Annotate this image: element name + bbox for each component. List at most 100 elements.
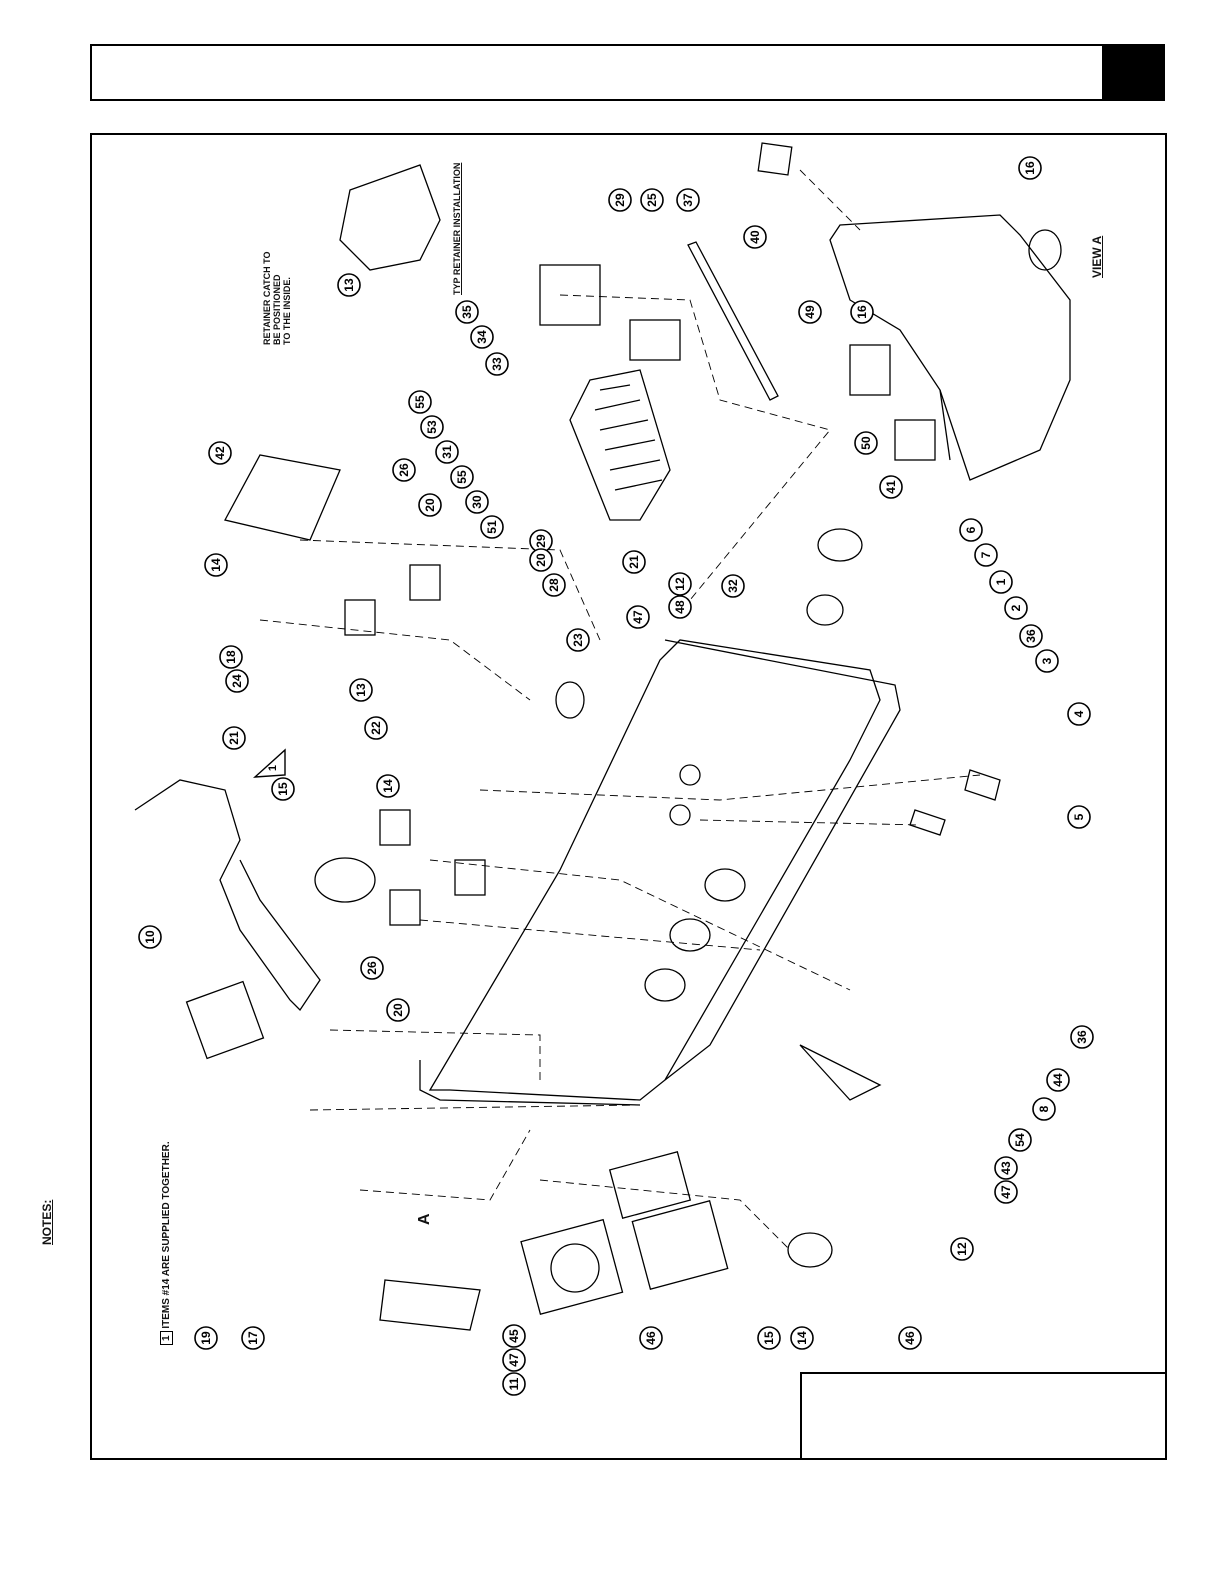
- callout-number: 40: [748, 230, 762, 244]
- callout-number: 29: [613, 193, 627, 207]
- retainer-detail: [339, 164, 441, 271]
- callout-bubble: 15: [757, 1326, 781, 1350]
- control-box-outline: [428, 639, 881, 1101]
- callout-number: 49: [803, 305, 817, 319]
- box-lip: [419, 1060, 641, 1106]
- callout-bubble: 1: [989, 570, 1013, 594]
- encoder-body: [314, 857, 376, 903]
- joystick-13: [787, 1232, 833, 1268]
- callout-number: 55: [455, 470, 469, 484]
- diagram-linework: [134, 142, 1071, 1331]
- callout-number: 21: [227, 731, 241, 745]
- mounting-plate-15: [520, 1218, 624, 1315]
- callout-number: 3: [1040, 657, 1054, 664]
- callout-number: 26: [365, 961, 379, 975]
- callout-bubble: 3: [1035, 649, 1059, 673]
- switch-26: [379, 809, 411, 846]
- callout-number: 18: [224, 650, 238, 664]
- retainer-note-line1: RETAINER CATCH TO: [262, 251, 272, 346]
- callout-number: 8: [1037, 1105, 1051, 1112]
- callout-bubble: 51: [480, 515, 504, 539]
- callout-number: 17: [246, 1331, 260, 1345]
- callout-bubble: 7: [974, 543, 998, 567]
- callout-number: 7: [979, 551, 993, 558]
- callout-bubble: 40: [743, 225, 767, 249]
- callout-number: 36: [1075, 1030, 1089, 1044]
- box-panel: [664, 639, 901, 1081]
- callout-bubble: 33: [485, 352, 509, 376]
- note-line: 1 ITEMS #14 ARE SUPPLIED TOGETHER.: [160, 1125, 173, 1345]
- callout-number: 16: [1023, 161, 1037, 175]
- callout-number: 36: [1024, 629, 1038, 643]
- switch-41: [894, 419, 936, 461]
- callout-bubble: 15: [271, 777, 295, 801]
- switch-20a: [344, 599, 376, 636]
- callout-bubble: 30: [465, 490, 489, 514]
- callout-bubble: 42: [208, 441, 232, 465]
- callout-number: 35: [460, 305, 474, 319]
- callout-bubble: 32: [721, 574, 745, 598]
- retainer-note-line3: TO THE INSIDE.: [282, 277, 292, 345]
- terminal-block-assembly: [569, 369, 671, 521]
- callout-number: 33: [490, 357, 504, 371]
- retainer-note: RETAINER CATCH TO BE POSITIONED TO THE I…: [262, 252, 292, 346]
- callout-bubble: 47: [994, 1180, 1018, 1204]
- callout-bubble: 55: [450, 465, 474, 489]
- callout-number: 23: [571, 633, 585, 647]
- callout-number: 24: [230, 674, 244, 688]
- callout-bubble: 49: [798, 300, 822, 324]
- title-block: [800, 1372, 1167, 1460]
- callout-bubble: 36: [1070, 1025, 1094, 1049]
- callout-number: 55: [413, 395, 427, 409]
- callout-bubble: 20: [418, 493, 442, 517]
- callout-number: 11: [507, 1377, 521, 1390]
- callout-bubble: 14: [204, 553, 228, 577]
- callout-number: 46: [903, 1331, 917, 1345]
- pushbutton-7: [806, 594, 844, 626]
- assembly-lines: [259, 169, 981, 1251]
- callout-bubble: 11: [502, 1372, 526, 1396]
- callout-number: 14: [381, 779, 395, 793]
- header-page-tab: [1102, 44, 1165, 101]
- callout-bubble: 2: [1004, 596, 1028, 620]
- callout-bubble: 14: [790, 1326, 814, 1350]
- callout-number: 43: [999, 1161, 1013, 1175]
- callout-number: 44: [1051, 1073, 1065, 1087]
- notes-heading: NOTES:: [40, 1199, 54, 1245]
- callout-number: 15: [762, 1331, 776, 1345]
- circuit-board: [224, 454, 341, 541]
- retainer-title: TYP RETAINER INSTALLATION: [452, 162, 462, 295]
- callout-bubble: 18: [219, 645, 243, 669]
- callout-number: 41: [884, 480, 898, 494]
- callout-bubble: 47: [626, 605, 650, 629]
- callout-bubble: 6: [959, 518, 983, 542]
- callout-bubble: 20: [386, 998, 410, 1022]
- callout-bubble: 12: [668, 572, 692, 596]
- relay-base: [629, 319, 681, 361]
- callout-number: 14: [209, 558, 223, 572]
- callout-bubble: 17: [241, 1326, 265, 1350]
- callout-number: 20: [423, 498, 437, 512]
- callout-number: 25: [645, 193, 659, 207]
- callout-number: 13: [354, 683, 368, 697]
- switch-20b: [409, 564, 441, 601]
- callout-bubble: 12: [950, 1237, 974, 1261]
- callout-number: 50: [859, 436, 873, 450]
- callout-bubble: 41: [879, 475, 903, 499]
- pushbutton-6: [817, 528, 863, 562]
- callout-number: 4: [1072, 710, 1086, 717]
- callout-bubble: 8: [1032, 1097, 1056, 1121]
- callout-bubble: 55: [408, 390, 432, 414]
- callout-number: 28: [547, 578, 561, 592]
- callout-number: 32: [726, 579, 740, 593]
- callout-number: 47: [631, 610, 645, 624]
- callout-bubble: 25: [640, 188, 664, 212]
- callout-bubble: 26: [392, 458, 416, 482]
- callout-number: 54: [1013, 1133, 1027, 1147]
- callout-number: 46: [644, 1331, 658, 1345]
- callout-number: 47: [507, 1353, 521, 1367]
- callout-bubble: 54: [1008, 1128, 1032, 1152]
- callout-bubble: 20: [529, 548, 553, 572]
- callout-number: 1: [994, 578, 1008, 585]
- callout-number: 42: [213, 446, 227, 460]
